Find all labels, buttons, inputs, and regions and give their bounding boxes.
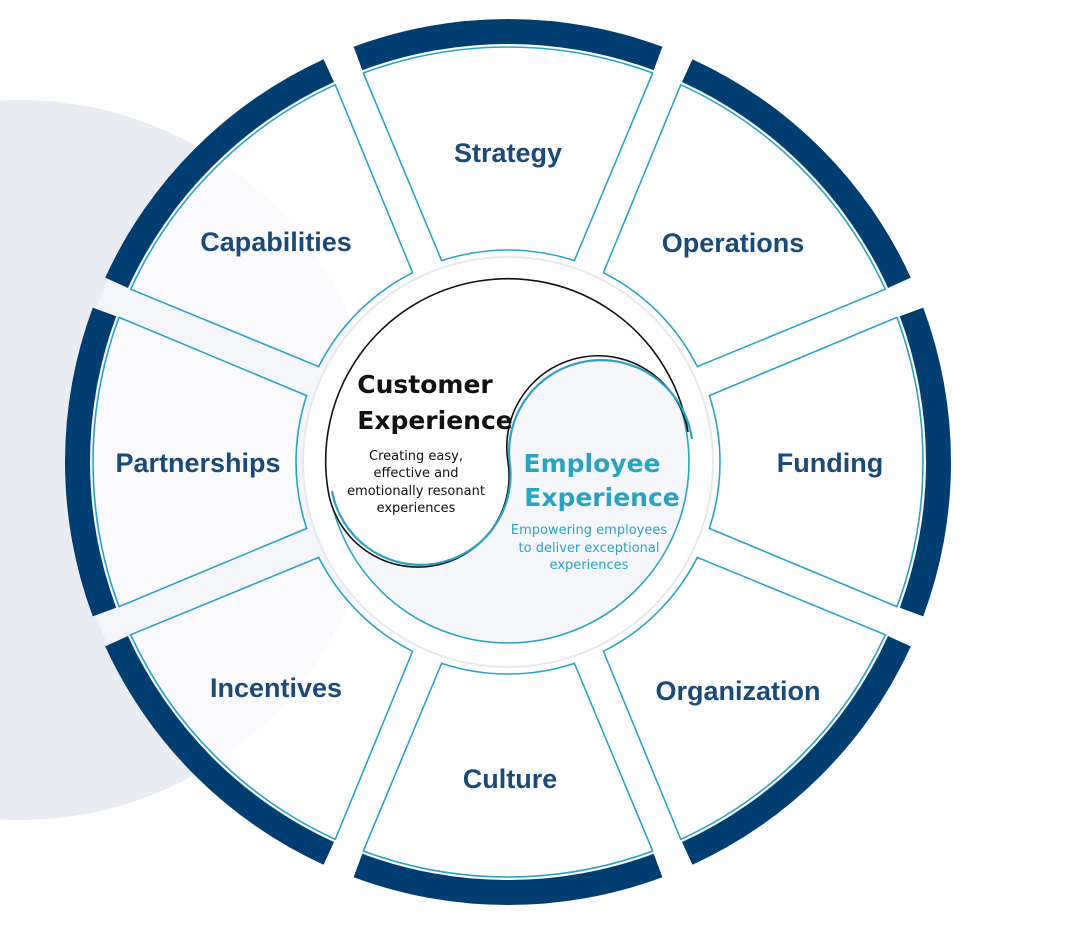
customer-desc-line1: Creating easy, bbox=[369, 449, 463, 464]
customer-title-line2: Experience bbox=[357, 406, 512, 435]
segment-capabilities bbox=[129, 83, 414, 368]
rim-arc-culture bbox=[353, 853, 663, 906]
customer-desc-line2: effective and bbox=[373, 466, 458, 481]
rim-arc-funding bbox=[899, 307, 952, 617]
customer-title-line1: Customer bbox=[357, 370, 493, 399]
customer-desc-line4: experiences bbox=[377, 501, 456, 516]
employee-experience-edge bbox=[330, 358, 694, 566]
employee-desc-line3: experiences bbox=[550, 558, 629, 573]
segment-label-organization: Organization bbox=[655, 676, 820, 706]
segments-layer bbox=[64, 18, 952, 906]
segment-strategy bbox=[362, 46, 654, 262]
customer-experience-shape bbox=[324, 277, 689, 568]
employee-title-line2: Experience bbox=[524, 483, 679, 512]
segment-partnerships bbox=[92, 316, 308, 608]
rim-arc-partnerships bbox=[64, 307, 117, 617]
segment-label-incentives: Incentives bbox=[210, 673, 342, 703]
segment-label-partnerships: Partnerships bbox=[115, 448, 280, 478]
segment-label-culture: Culture bbox=[463, 764, 558, 794]
labels-layer: Strategy Operations Funding Organization… bbox=[115, 138, 883, 794]
segment-operations bbox=[602, 83, 887, 368]
segment-incentives bbox=[129, 556, 414, 841]
segment-label-capabilities: Capabilities bbox=[200, 227, 352, 257]
customer-desc-line3: emotionally resonant bbox=[347, 484, 485, 499]
rim-arc-operations bbox=[682, 59, 911, 288]
rim-arc-incentives bbox=[105, 636, 334, 865]
segment-label-operations: Operations bbox=[662, 228, 805, 258]
segment-label-funding: Funding bbox=[777, 448, 883, 478]
employee-desc-line2: to deliver exceptional bbox=[519, 541, 660, 556]
rim-arc-organization bbox=[682, 636, 911, 865]
center-core: Customer Experience Creating easy, effec… bbox=[302, 256, 714, 668]
employee-title-line1: Employee bbox=[524, 449, 661, 478]
rim-arc-capabilities bbox=[105, 59, 334, 288]
rim-arc-strategy bbox=[353, 18, 663, 71]
segment-label-strategy: Strategy bbox=[454, 138, 562, 168]
segment-organization bbox=[602, 556, 887, 841]
segment-funding bbox=[708, 316, 924, 608]
segment-culture bbox=[362, 662, 654, 878]
employee-desc-line1: Empowering employees bbox=[511, 523, 667, 538]
